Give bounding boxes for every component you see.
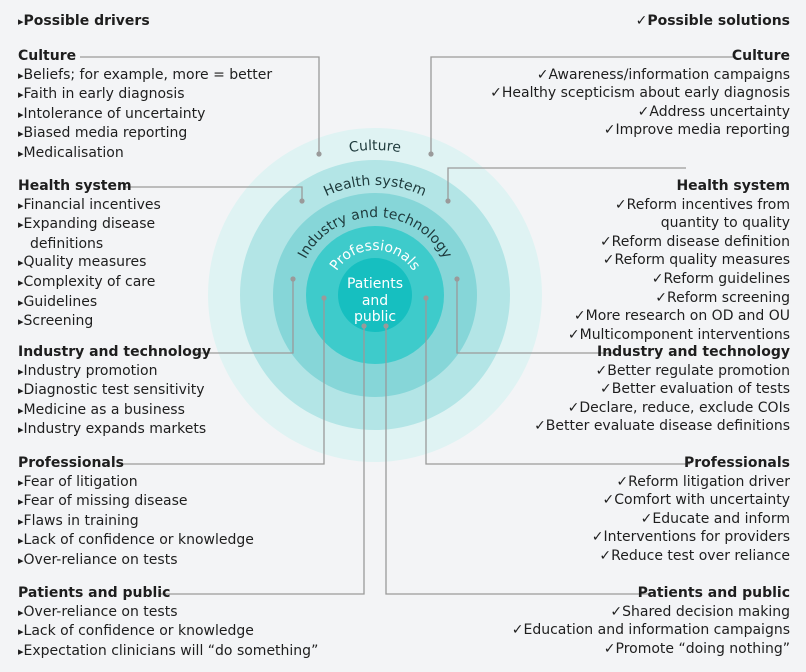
ring-label-patients-1: Patients bbox=[347, 276, 403, 292]
drivers-section: Health systemFinancial incentivesExpandi… bbox=[18, 177, 161, 332]
connector-culture-right bbox=[430, 56, 733, 154]
section-heading: Industry and technology bbox=[596, 344, 790, 360]
section-heading: Culture bbox=[18, 48, 77, 64]
list-item: Quality measures bbox=[18, 253, 161, 273]
list-item: Expectation clinicians will “do somethin… bbox=[18, 642, 319, 662]
list-item: Better regulate promotion bbox=[534, 362, 790, 381]
list-item: Reduce test over reliance bbox=[592, 547, 790, 566]
list-item: Medicalisation bbox=[18, 144, 272, 164]
connector-industry-left bbox=[194, 279, 294, 354]
solutions-section: ProfessionalsReform litigation driverCom… bbox=[592, 454, 790, 566]
connector-professionals-left bbox=[119, 298, 325, 465]
solutions-section: Industry and technologyBetter regulate p… bbox=[534, 343, 790, 436]
drivers-section: Industry and technologyIndustry promotio… bbox=[18, 343, 211, 440]
list-item: Multicomponent interventions bbox=[568, 326, 790, 345]
connector-professionals-right bbox=[425, 298, 690, 465]
connector-health-right bbox=[447, 167, 686, 201]
list-item: Flaws in training bbox=[18, 512, 254, 532]
connector-health-left bbox=[124, 186, 303, 201]
list-item: Improve media reporting bbox=[490, 121, 790, 140]
solutions-section: Patients and publicShared decision makin… bbox=[512, 584, 790, 658]
list-item: Interventions for providers bbox=[592, 528, 790, 547]
list-item: Lack of confidence or knowledge bbox=[18, 531, 254, 551]
list-item: Reform disease definition bbox=[568, 233, 790, 252]
section-heading: Health system bbox=[676, 178, 790, 194]
solutions-title: Possible solutions bbox=[636, 12, 790, 31]
ring-label-patients-2: and bbox=[362, 293, 388, 309]
list-item: Educate and inform bbox=[592, 510, 790, 529]
list-item: Industry expands markets bbox=[18, 420, 211, 440]
connector-culture-left bbox=[80, 56, 320, 154]
list-item: Medicine as a business bbox=[18, 401, 211, 421]
list-item: Education and information campaigns bbox=[512, 621, 790, 640]
connector-industry-right bbox=[456, 279, 615, 354]
list-item: Better evaluation of tests bbox=[534, 380, 790, 399]
list-item: Reform screening bbox=[568, 289, 790, 308]
list-item: Address uncertainty bbox=[490, 103, 790, 122]
drivers-section: ProfessionalsFear of litigationFear of m… bbox=[18, 454, 254, 571]
drivers-title: Possible drivers bbox=[18, 12, 150, 32]
drivers-section: CultureBeliefs; for example, more = bett… bbox=[18, 47, 272, 164]
list-item: Industry promotion bbox=[18, 362, 211, 382]
ring-label-patients-3: public bbox=[354, 309, 396, 325]
section-heading: Professionals bbox=[18, 455, 124, 471]
connectors bbox=[80, 56, 733, 595]
ring-patients-public bbox=[338, 258, 412, 332]
list-item: Complexity of care bbox=[18, 273, 161, 293]
list-item: Better evaluate disease definitions bbox=[534, 417, 790, 436]
list-item: Reform incentives from bbox=[568, 196, 790, 215]
section-heading: Health system bbox=[18, 178, 132, 194]
connector-patients-left bbox=[159, 326, 365, 595]
drivers-section: Patients and publicOver-reliance on test… bbox=[18, 584, 318, 661]
list-item: Guidelines bbox=[18, 293, 161, 313]
list-item: Beliefs; for example, more = better bbox=[18, 66, 273, 86]
ring-label-culture: Culture bbox=[348, 138, 402, 156]
list-item: Biased media reporting bbox=[18, 124, 272, 144]
list-item: Intolerance of uncertainty bbox=[18, 105, 272, 125]
list-item: Declare, reduce, exclude COIs bbox=[534, 399, 790, 418]
connector-patients-right bbox=[385, 326, 650, 595]
list-item: Lack of confidence or knowledge bbox=[18, 622, 318, 642]
list-item: Over-reliance on tests bbox=[18, 603, 318, 623]
list-item: Reform guidelines bbox=[568, 270, 790, 289]
solutions-section: Health systemReform incentives fromquant… bbox=[568, 177, 790, 344]
list-item: Promote “doing nothing” bbox=[512, 640, 790, 659]
list-item: Fear of missing disease bbox=[18, 492, 254, 512]
list-item: Reform litigation driver bbox=[592, 473, 790, 492]
section-heading: Patients and public bbox=[18, 585, 171, 601]
list-item: Over-reliance on tests bbox=[18, 551, 254, 571]
list-item: Fear of litigation bbox=[18, 473, 254, 493]
list-item: Awareness/information campaigns bbox=[490, 66, 790, 85]
solutions-section: CultureAwareness/information campaignsHe… bbox=[490, 47, 790, 140]
list-item-continuation: definitions bbox=[30, 235, 104, 252]
connector-dots bbox=[290, 151, 460, 329]
list-item: Expanding disease bbox=[18, 215, 161, 235]
list-item: Healthy scepticism about early diagnosis bbox=[490, 84, 790, 103]
list-item-continuation: quantity to quality bbox=[660, 215, 790, 232]
list-item: Faith in early diagnosis bbox=[18, 85, 272, 105]
list-item: Reform quality measures bbox=[568, 251, 791, 270]
section-heading: Professionals bbox=[684, 455, 790, 471]
section-heading: Patients and public bbox=[637, 585, 790, 601]
list-item: Shared decision making bbox=[512, 603, 790, 622]
section-heading: Industry and technology bbox=[18, 344, 212, 360]
list-item: Comfort with uncertainty bbox=[592, 491, 790, 510]
list-item: Screening bbox=[18, 312, 161, 332]
list-item: More research on OD and OU bbox=[568, 307, 790, 326]
list-item: Diagnostic test sensitivity bbox=[18, 381, 211, 401]
list-item: Financial incentives bbox=[18, 196, 161, 216]
section-heading: Culture bbox=[731, 48, 790, 64]
